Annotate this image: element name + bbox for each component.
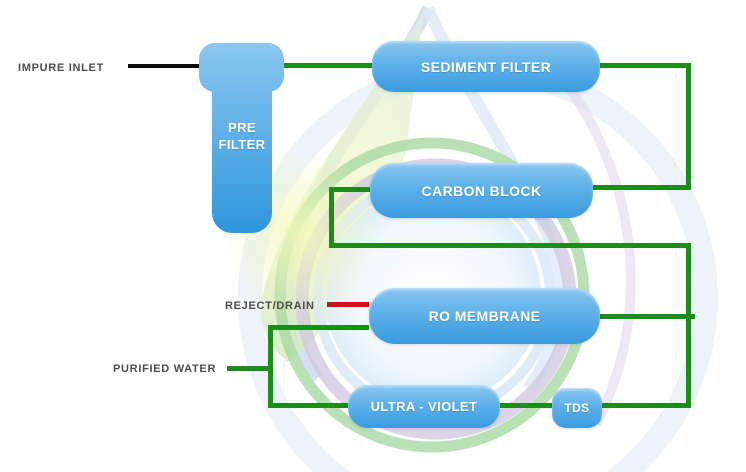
ultra-violet-node: ULTRA - VIOLET [348, 385, 500, 428]
pipe-into-carbon [593, 185, 686, 190]
pre-filter-label: PRE FILTER [207, 119, 277, 153]
pipe-ro-left [268, 325, 369, 330]
carbon-block-label: CARBON BLOCK [421, 182, 542, 199]
sediment-filter-node: SEDIMENT FILTER [372, 41, 600, 92]
purified-water-label: PURIFIED WATER [113, 363, 217, 375]
pipe-purified-water [227, 366, 268, 371]
tds-label: TDS [564, 401, 590, 415]
reject-drain-label: REJECT/DRAIN [225, 300, 315, 312]
pipe-carbon-out [329, 187, 374, 192]
pipe-impure-inlet [128, 64, 200, 68]
pipe-uv-to-tds [500, 403, 552, 408]
pipe-left-vertical-lower [268, 325, 273, 408]
pipe-right-vertical-upper [686, 63, 691, 190]
impure-inlet-label: IMPURE INLET [18, 62, 105, 74]
ro-membrane-node: RO MEMBRANE [369, 288, 600, 344]
pre-filter-label-line2: FILTER [218, 137, 266, 152]
pipe-tds-right [602, 403, 691, 408]
tds-node: TDS [552, 388, 602, 428]
pipe-sediment-out [600, 63, 691, 68]
pipe-middle-horizontal [329, 243, 691, 248]
pipe-right-vertical-lower [686, 243, 691, 408]
pipe-reject-drain [327, 302, 369, 307]
pre-filter-label-line1: PRE [228, 120, 256, 135]
sediment-filter-label: SEDIMENT FILTER [420, 58, 552, 75]
ultra-violet-label: ULTRA - VIOLET [370, 399, 478, 414]
pipe-ro-right [600, 314, 695, 319]
ro-membrane-label: RO MEMBRANE [428, 308, 541, 324]
carbon-block-node: CARBON BLOCK [370, 163, 593, 218]
pipe-into-uv [268, 403, 348, 408]
pre-filter-node [199, 43, 284, 233]
pipe-prefilter-to-sediment [284, 63, 373, 68]
pipe-left-vertical-upper [329, 187, 334, 248]
